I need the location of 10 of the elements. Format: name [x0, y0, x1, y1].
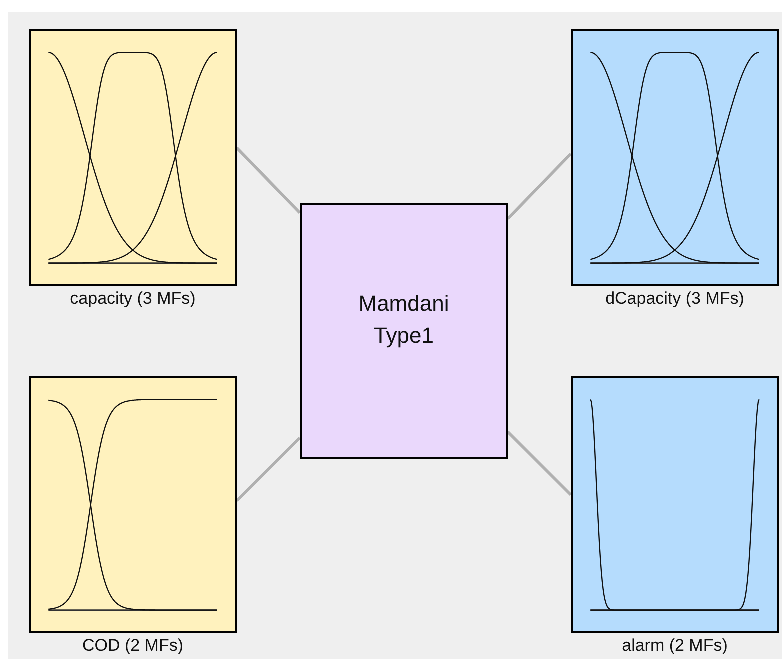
variable-label: dCapacity (3 MFs) — [606, 289, 744, 309]
connector-line — [506, 152, 572, 220]
system-box — [300, 203, 508, 459]
connector-line — [236, 436, 302, 502]
variable-label: alarm (2 MFs) — [622, 636, 728, 656]
connector-line — [236, 146, 302, 214]
variable-label: COD (2 MFs) — [82, 636, 184, 656]
variable-label: capacity (3 MFs) — [70, 289, 196, 309]
system-label: Mamdani Type1 — [358, 290, 450, 350]
connector-line — [506, 430, 572, 496]
